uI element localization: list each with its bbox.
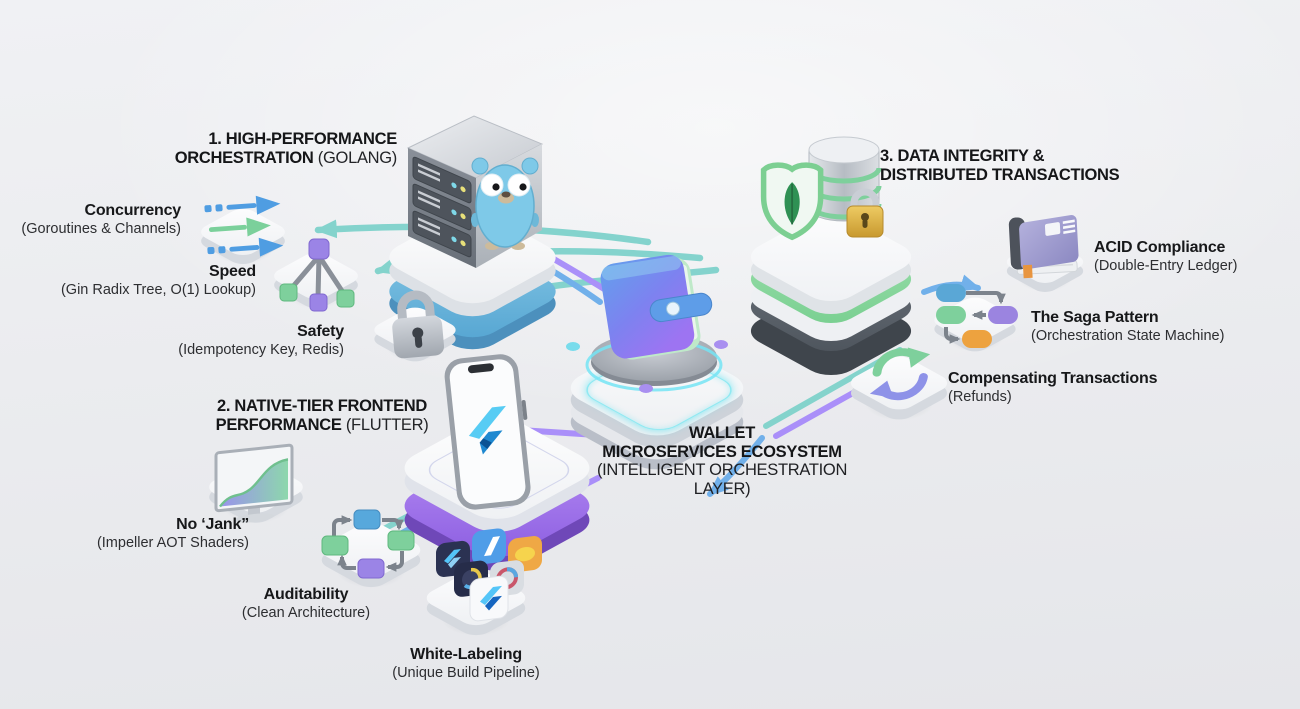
gold-padlock-icon [846,188,884,238]
parallel-arrows-icon [204,194,302,262]
state-machine-flowchart-icon [932,280,1024,356]
center-title-line4: LAYER) [693,479,751,498]
label-white-labeling: White-Labeling (Unique Build Pipeline) [392,646,540,681]
heading-golang-line2: ORCHESTRATION (GOLANG) [174,149,398,167]
label-no-jank: No ‘Jank” (Impeller AOT Shaders) [96,516,249,551]
flowchart-cycle-icon [320,504,424,592]
smartphone-flutter-icon [437,352,537,520]
center-title: WALLET MICROSERVICES ECOSYSTEM (INTELLIG… [572,424,872,498]
label-safety: Safety (Idempotency Key, Redis) [178,323,344,358]
heading-golang: 1. HIGH-PERFORMANCE ORCHESTRATION (GOLAN… [174,130,398,168]
center-title-line3: (INTELLIGENT ORCHESTRATION [596,461,848,479]
app-icons-stack-icon [420,528,546,634]
heading-flutter: 2. NATIVE-TIER FRONTEND PERFORMANCE (FLU… [182,397,462,435]
refunds-tile [843,344,955,426]
heading-integrity: 3. DATA INTEGRITY & DISTRIBUTED TRANSACT… [880,147,1120,185]
center-title-line1: WALLET [688,424,756,442]
wallet-icon [580,254,730,392]
label-auditability: Auditability (Clean Architecture) [241,586,371,621]
wallet-platform [558,318,756,477]
label-speed: Speed (Gin Radix Tree, O(1) Lookup) [60,263,256,298]
purple-corner-dot [714,340,728,349]
label-acid: ACID Compliance (Double-Entry Ledger) [1094,239,1238,274]
performance-chart-icon [206,442,306,530]
label-concurrency: Concurrency (Goroutines & Channels) [21,202,181,237]
padlock-icon [382,284,452,364]
label-saga: The Saga Pattern (Orchestration State Ma… [1031,309,1225,344]
circular-refund-arrows-icon [852,334,948,414]
heading-flutter-line1: 2. NATIVE-TIER FRONTEND [216,397,428,415]
go-gopher-icon [470,150,540,250]
cyan-corner-dot [566,342,580,351]
mongodb-shield-icon [760,162,824,241]
database-icon [757,126,897,258]
radix-tree-icon [276,236,360,324]
heading-integrity-line1: 3. DATA INTEGRITY & [880,147,1045,165]
heading-golang-line1: 1. HIGH-PERFORMANCE [208,130,397,148]
ledger-book-icon [1000,202,1092,290]
heading-flutter-line2: PERFORMANCE (FLUTTER) [215,416,429,434]
heading-integrity-line2: DISTRIBUTED TRANSACTIONS [880,166,1120,184]
label-compensating: Compensating Transactions (Refunds) [948,370,1158,405]
center-title-line2: MICROSERVICES ECOSYSTEM [602,442,842,461]
purple-corner-dot-bottom [639,384,653,393]
